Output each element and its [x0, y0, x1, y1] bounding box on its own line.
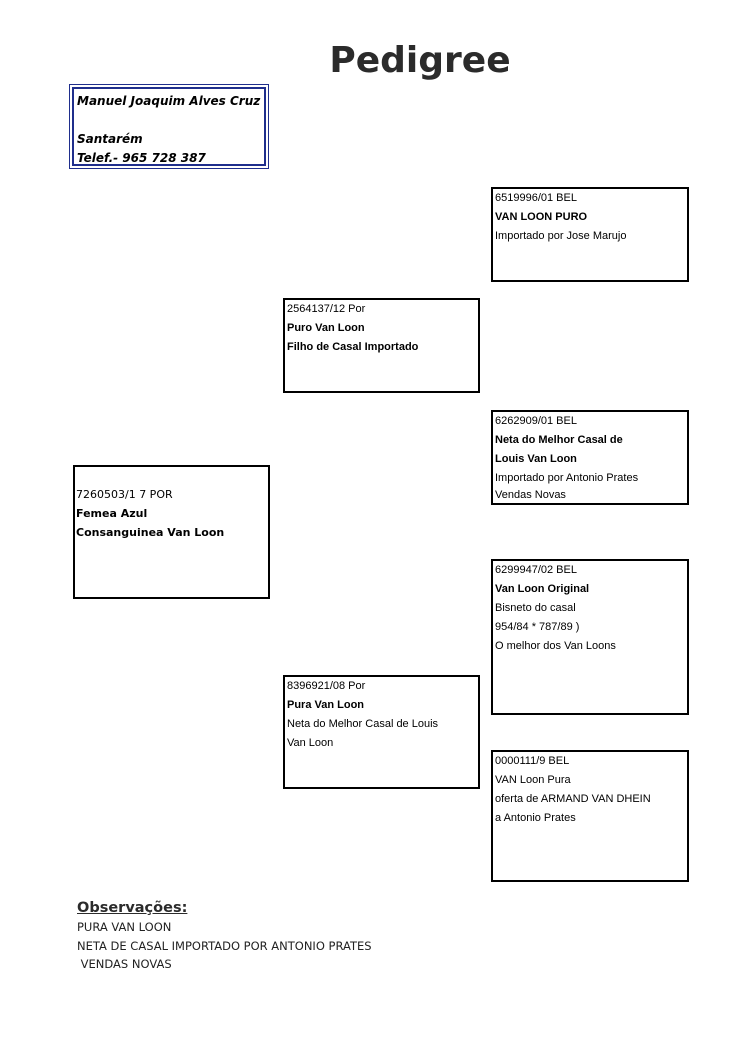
- dam-sire-line1: Van Loon Original: [495, 583, 590, 595]
- dam-dam-ring: 0000111/9 BEL: [495, 755, 570, 767]
- dam-line3: Van Loon: [287, 737, 334, 749]
- observation-line: PURA VAN LOON: [77, 920, 172, 934]
- dam-dam-line3: a Antonio Prates: [495, 812, 576, 824]
- sire-sire-line2: Importado por Jose Marujo: [495, 230, 627, 242]
- dam-sire-box: 6299947/02 BEL Van Loon Original Bisneto…: [491, 559, 689, 715]
- dam-sire-line4: O melhor dos Van Loons: [495, 640, 616, 652]
- observations-heading: Observações:: [77, 900, 188, 916]
- sire-dam-box: 6262909/01 BEL Neta do Melhor Casal de L…: [491, 410, 689, 505]
- sire-dam-line3: Importado por Antonio Prates: [495, 472, 639, 484]
- subject-line1: Femea Azul: [76, 507, 148, 520]
- dam-line1: Pura Van Loon: [287, 699, 365, 711]
- page-title: Pedigree: [329, 40, 511, 81]
- dam-line2: Neta do Melhor Casal de Louis: [287, 718, 439, 730]
- sire-ring: 2564137/12 Por: [287, 303, 366, 315]
- sire-line2: Filho de Casal Importado: [287, 341, 419, 353]
- sire-line1: Puro Van Loon: [287, 322, 365, 334]
- sire-dam-line4: Vendas Novas: [495, 489, 566, 501]
- sire-sire-line1: VAN LOON PURO: [495, 211, 588, 223]
- dam-sire-line2: Bisneto do casal: [495, 602, 576, 614]
- sire-dam-line1: Neta do Melhor Casal de: [495, 434, 623, 446]
- dam-ring: 8396921/08 Por: [287, 680, 366, 692]
- dam-sire-line3: 954/84 * 787/89 ): [495, 621, 580, 633]
- owner-box: Manuel Joaquim Alves Cruz Santarém Telef…: [69, 84, 269, 169]
- dam-dam-box: 0000111/9 BEL VAN Loon Pura oferta de AR…: [491, 750, 689, 882]
- sire-sire-box: 6519996/01 BEL VAN LOON PURO Importado p…: [491, 187, 689, 282]
- dam-box: 8396921/08 Por Pura Van Loon Neta do Mel…: [283, 675, 480, 789]
- dam-dam-line1: VAN Loon Pura: [495, 774, 571, 786]
- subject-text: 7260503/1 7 POR Femea Azul Consanguinea …: [76, 485, 266, 542]
- subject-line2: Consanguinea Van Loon: [76, 526, 225, 539]
- owner-city: Santarém: [77, 132, 143, 146]
- subject-box: [73, 465, 270, 599]
- dam-dam-line2: oferta de ARMAND VAN DHEIN: [495, 793, 651, 805]
- sire-box: 2564137/12 Por Puro Van Loon Filho de Ca…: [283, 298, 480, 393]
- owner-phone: Telef.- 965 728 387: [77, 151, 206, 165]
- sire-dam-ring: 6262909/01 BEL: [495, 415, 577, 427]
- subject-ring: 7260503/1 7 POR: [76, 488, 173, 501]
- observations: Observações: PURA VAN LOON NETA DE CASAL…: [77, 900, 372, 974]
- sire-dam-line2: Louis Van Loon: [495, 453, 577, 465]
- owner-name: Manuel Joaquim Alves Cruz: [77, 94, 261, 108]
- observation-line: NETA DE CASAL IMPORTADO POR ANTONIO PRAT…: [77, 938, 372, 953]
- owner-blank: [77, 111, 264, 130]
- observation-line: VENDAS NOVAS: [77, 957, 172, 971]
- sire-sire-ring: 6519996/01 BEL: [495, 192, 577, 204]
- dam-sire-ring: 6299947/02 BEL: [495, 564, 577, 576]
